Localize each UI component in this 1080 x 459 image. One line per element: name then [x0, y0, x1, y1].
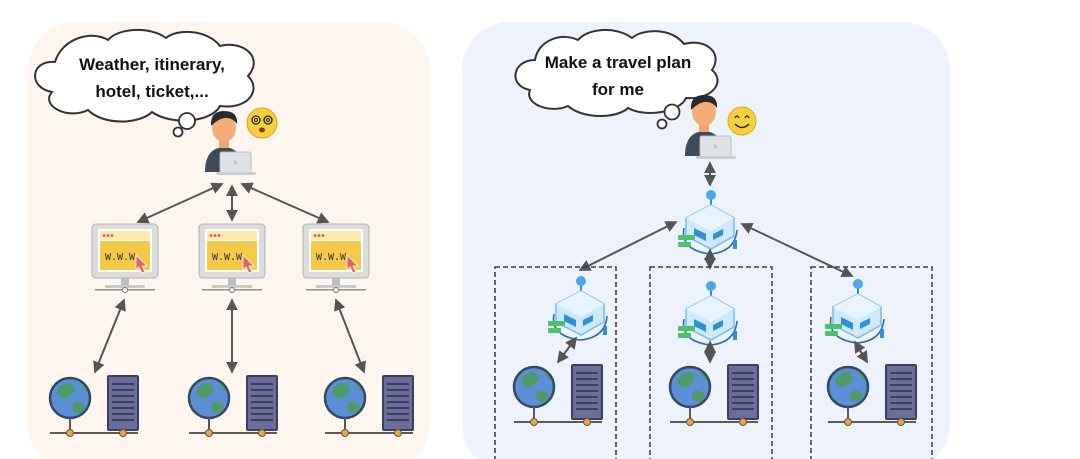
- right-thought-bubble: Make a travel plan for me: [514, 29, 719, 130]
- left-thought-bubble: Weather, itinerary, hotel, ticket,...: [34, 28, 255, 138]
- left-thought-line-1: Weather, itinerary,: [79, 55, 225, 74]
- browser-monitor-2: W.W.W: [198, 223, 266, 293]
- arrow-subagent-infra-1: [556, 336, 578, 364]
- arrow-user-browser-3: [240, 182, 330, 224]
- arrow-browser-infra-3: [334, 298, 366, 374]
- thought-dot-large: [178, 112, 196, 130]
- sub-agent-box-1: [494, 266, 617, 459]
- browser-label-2: W.W.W: [212, 252, 243, 263]
- thought-dot-small: [656, 118, 668, 130]
- arrow-agent-subagent-1: [578, 221, 678, 271]
- right-thought-line-1: Make a travel plan: [545, 53, 691, 72]
- right-thought-line-2: for me: [592, 80, 644, 99]
- browser-monitor-3: W.W.W: [302, 223, 370, 293]
- arrow-browser-infra-1: [93, 298, 126, 374]
- browser-label-3: W.W.W: [316, 252, 347, 263]
- arrow-agent-subagent-3: [740, 222, 854, 278]
- sub-agent-box-2: [649, 266, 773, 459]
- dizzy-face-icon: [246, 107, 278, 139]
- left-thought-line-2: hotel, ticket,...: [95, 82, 208, 101]
- thought-dot-large: [663, 103, 681, 121]
- smiling-face-icon: [727, 106, 757, 136]
- browser-monitor-1: W.W.W: [91, 223, 159, 293]
- arrow-subagent-infra-3: [854, 340, 868, 364]
- arrow-user-browser-1: [136, 182, 224, 224]
- sub-agent-box-3: [810, 266, 933, 459]
- thought-dot-small: [172, 126, 184, 138]
- browser-label-1: W.W.W: [105, 252, 136, 263]
